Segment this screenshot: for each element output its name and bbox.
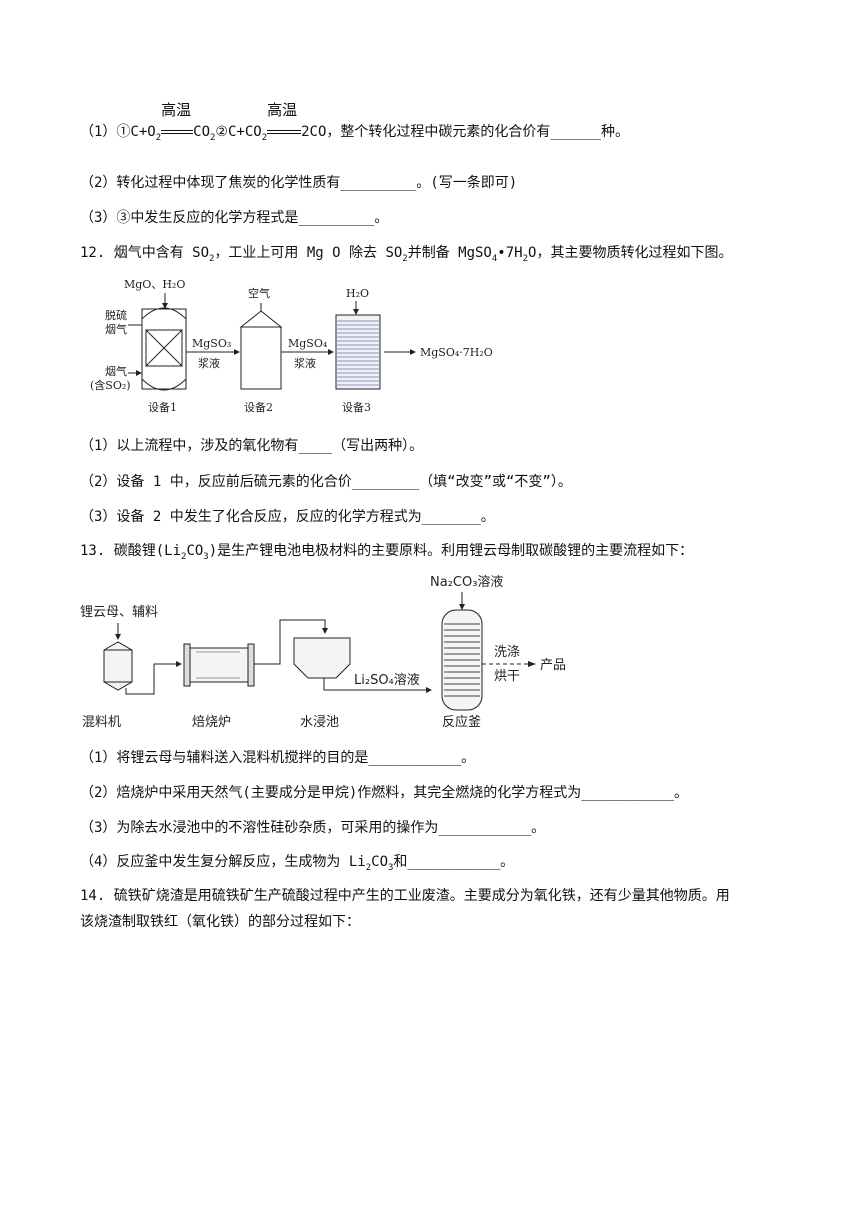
label-device1: 设备1 <box>148 400 177 414</box>
q13-p4-c: 和___________。 <box>393 854 515 870</box>
q14-line2: 该烧渣制取铁红（氧化铁）的部分过程如下： <box>80 914 360 930</box>
label-slurry1: 浆液 <box>198 356 220 370</box>
sub: 2 <box>402 253 408 264</box>
device3-crystallizer <box>335 314 381 390</box>
q11-p1-post: 2CO，整个转化过程中碳元素的化合价有______种。 <box>301 124 629 140</box>
q12-stem-c: 并制备 MgSO <box>407 245 492 261</box>
label-li2so4: Li₂SO₄溶液 <box>354 673 420 688</box>
label-device2: 设备2 <box>244 400 273 414</box>
double-line <box>267 130 302 134</box>
q14-line1: 14. 硫铁矿烧渣是用硫铁矿生产硫酸过程中产生的工业废渣。主要成分为氧化铁，还有… <box>80 888 730 904</box>
label-na2co3: Na₂CO₃溶液 <box>430 575 503 590</box>
device1-vessel <box>141 308 187 390</box>
label-desulf-gas2: 烟气 <box>105 322 127 336</box>
q12-stem-a: 12. 烟气中含有 SO <box>80 245 210 261</box>
sub: 3 <box>203 551 209 562</box>
label-product-mgso4: MgSO₄·7H₂O <box>420 346 493 359</box>
label-wash: 洗涤 <box>494 645 520 660</box>
sub: 2 <box>181 551 187 562</box>
q12-part1: （1）以上流程中，涉及的氧化物有____（写出两种）。 <box>80 438 424 454</box>
condition-label: 高温 <box>267 101 298 119</box>
label-kettle: 反应釜 <box>442 714 481 730</box>
label-mgso3: MgSO₃ <box>192 337 231 350</box>
mixer-shape <box>103 641 133 691</box>
q12-part3: （3）设备 2 中发生了化合反应，反应的化学方程式为_______。 <box>80 509 495 525</box>
q13-stem-a: 13. 碳酸锂(Li <box>80 543 182 559</box>
q13-stem-b: CO <box>186 543 204 559</box>
label-flue-gas1: 烟气 <box>105 364 127 378</box>
q13-stem-c: )是生产锂电池电极材料的主要原料。利用锂云母制取碳酸锂的主要流程如下： <box>208 543 694 559</box>
label-pool: 水浸池 <box>300 715 339 730</box>
label-mgso4: MgSO₄ <box>288 337 328 350</box>
reaction-condition: 高温 <box>161 101 194 142</box>
q12-stem: 12. 烟气中含有 SO2，工业上可用 Mg O 除去 SO2并制备 MgSO4… <box>80 243 732 269</box>
q13-stem: 13. 碳酸锂(Li2CO3)是生产锂电池电极材料的主要原料。利用锂云母制取碳酸… <box>80 541 693 567</box>
reaction-condition: 高温 <box>267 101 302 142</box>
q13-part1: （1）将锂云母与辅料送入混料机搅拌的目的是___________。 <box>80 750 476 766</box>
condition-label: 高温 <box>161 101 192 119</box>
label-water: H₂O <box>346 287 369 300</box>
sub: 2 <box>209 253 215 264</box>
label-slurry2: 浆液 <box>294 356 316 370</box>
q13-flow-diagram: 锂云母、辅料 Li₂SO₄溶液 Na₂CO₃溶液 洗涤 烘干 产品 混料机 焙烧… <box>80 575 566 730</box>
label-furnace: 焙烧炉 <box>192 715 231 730</box>
label-dry: 烘干 <box>494 669 520 684</box>
label-feed: 锂云母、辅料 <box>80 605 158 620</box>
q11-p1-mid1: CO <box>193 124 210 140</box>
q12-stem-e: O，其主要物质转化过程如下图。 <box>528 245 733 261</box>
sub: 2 <box>261 132 268 143</box>
sub: 4 <box>491 253 498 264</box>
sub: 2 <box>365 862 372 873</box>
q12-stem-b: ，工业上可用 Mg O 除去 SO <box>214 245 403 261</box>
q12-part2: （2）设备 1 中，反应前后硫元素的化合价________（填“改变”或“不变”… <box>80 474 572 490</box>
sub: 2 <box>155 132 162 143</box>
label-desulf-gas1: 脱硫 <box>105 308 127 322</box>
label-air: 空气 <box>248 286 270 300</box>
q13-part3: （3）为除去水浸池中的不溶性硅砂杂质，可采用的操作为___________。 <box>80 820 546 836</box>
q11-part2: （2）转化过程中体现了焦炭的化学性质有_________。(写一条即可) <box>80 175 518 191</box>
q11-p1-mid2: ②C+CO <box>215 124 262 140</box>
q13-part4: （4）反应釜中发生复分解反应，生成物为 Li2CO3和___________。 <box>80 852 514 878</box>
label-device3: 设备3 <box>342 400 371 414</box>
sub: 2 <box>210 132 216 143</box>
sub: 2 <box>522 253 529 264</box>
q11-p1-pre: （1）①C+O <box>80 124 156 140</box>
furnace-shape <box>183 647 255 683</box>
double-line <box>161 130 194 134</box>
label-mgo-h2o: MgO、H₂O <box>124 278 185 291</box>
q12-flow-diagram: MgO、H₂O 脱硫 烟气 烟气 (含SO₂) MgSO₃ 浆液 空气 MgSO… <box>90 278 493 414</box>
device2-tank <box>240 326 282 390</box>
q13-p4-b: CO <box>371 854 388 870</box>
sub: 3 <box>388 862 394 873</box>
label-flue-gas2: (含SO₂) <box>90 378 131 392</box>
q13-p4-a: （4）反应釜中发生复分解反应，生成物为 Li <box>80 854 366 870</box>
leach-pool-shape <box>293 637 351 679</box>
q11-part3: （3）③中发生反应的化学方程式是_________。 <box>80 210 389 226</box>
q12-stem-d: •7H <box>497 245 523 261</box>
q13-part2: （2）焙烧炉中采用天然气(主要成分是甲烷)作燃料，其完全燃烧的化学方程式为___… <box>80 785 688 801</box>
device2-roof <box>239 310 283 328</box>
label-mixer: 混料机 <box>82 715 121 730</box>
label-product: 产品 <box>540 658 566 673</box>
